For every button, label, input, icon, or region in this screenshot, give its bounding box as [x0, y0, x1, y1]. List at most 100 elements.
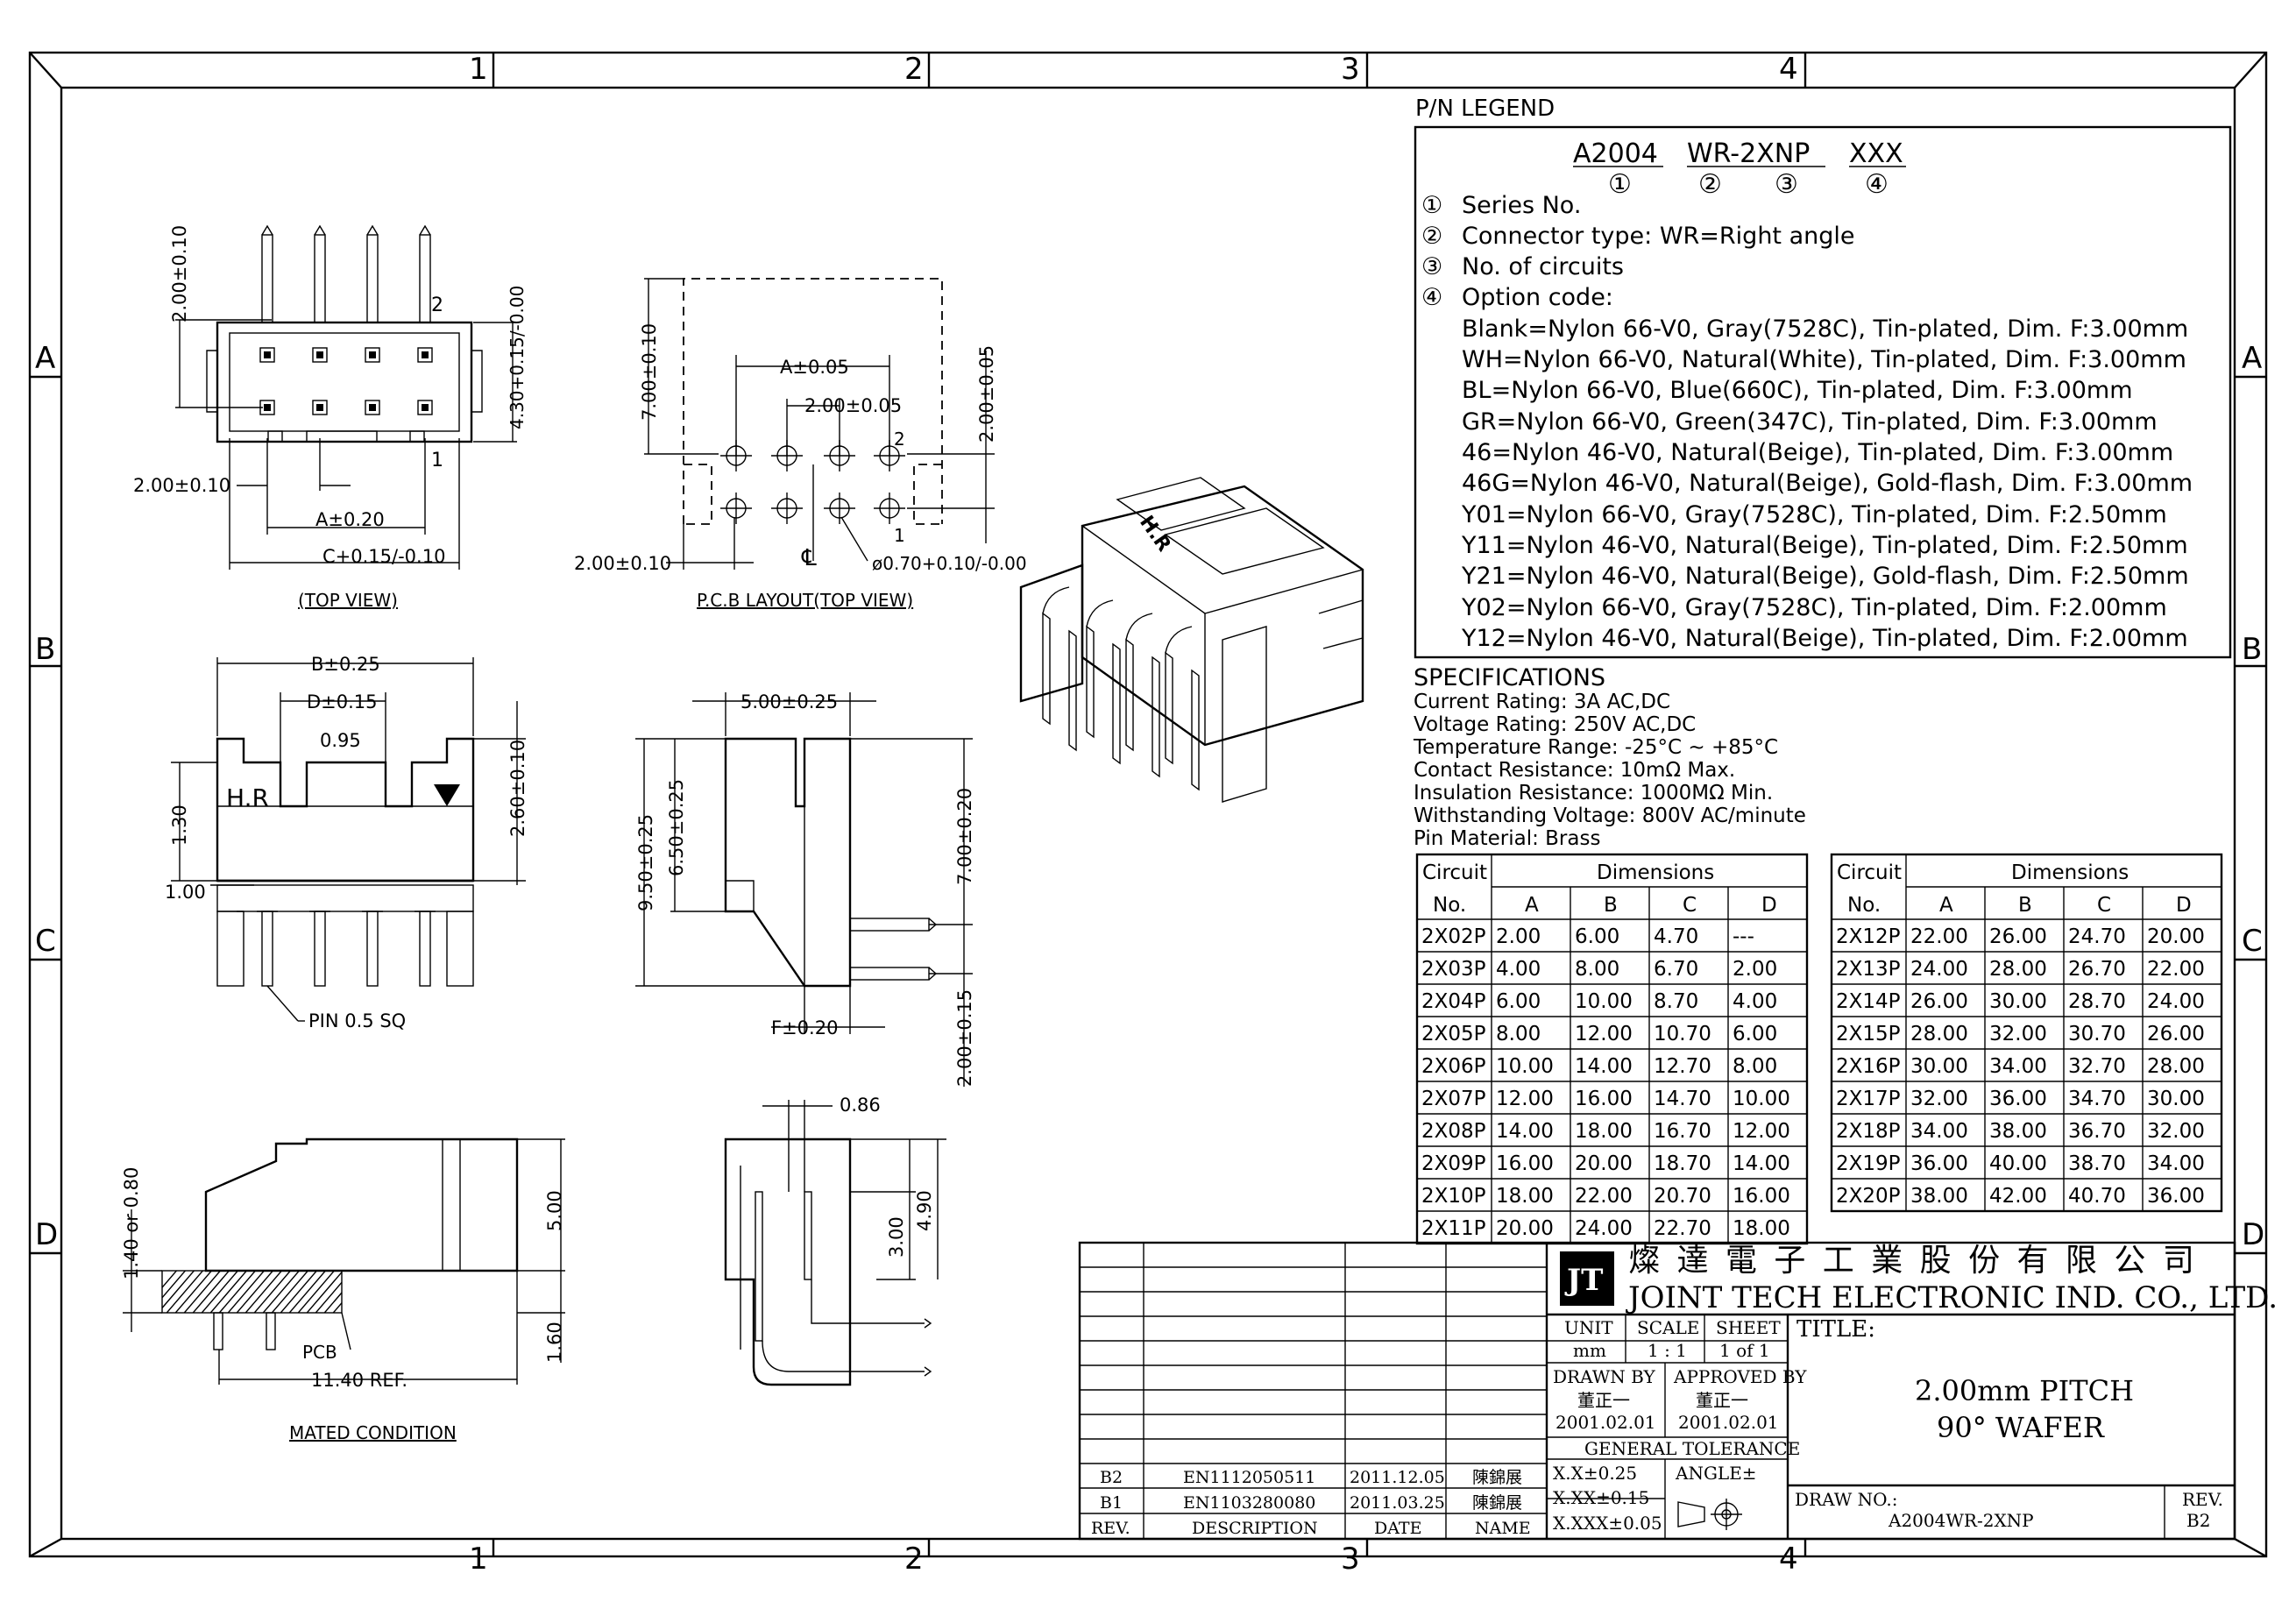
table-cell: ---	[1733, 925, 1754, 948]
revision-cell: EN1103280080	[1183, 1493, 1315, 1513]
side-dim-950: 9.50±0.25	[635, 814, 656, 911]
company-name-en: JOINT TECH ELECTRONIC IND. CO., LTD.	[1626, 1280, 2278, 1315]
pin	[261, 234, 273, 323]
front-dim-130: 1.30	[169, 804, 190, 846]
table-cell: 8.70	[1654, 990, 1698, 1013]
legend-item-2: Connector type: WR=Right angle	[1462, 223, 1855, 250]
mated-caption: MATED CONDITION	[289, 1422, 457, 1443]
table-cell: 4.70	[1654, 925, 1698, 948]
table-cell: 32.70	[2068, 1055, 2126, 1078]
col-label-bottom-4: 4	[1779, 1541, 1798, 1577]
table-cell: 2X05P	[1421, 1023, 1486, 1045]
pin-square	[417, 400, 433, 415]
table-cell: 24.00	[2147, 990, 2205, 1013]
part-segment-2: WR-2XNP	[1687, 138, 1810, 169]
table-cell: 8.00	[1496, 1023, 1541, 1045]
pcb-pin-2: 2	[894, 429, 905, 450]
row-label-left-b: B	[35, 632, 55, 667]
company-name-cn: 燦 達 電 子 工 業 股 份 有 限 公 司	[1628, 1243, 2198, 1279]
table-header-cell: B	[1604, 894, 1618, 917]
part-mark-1: ①	[1608, 169, 1632, 200]
pin-square	[259, 347, 275, 363]
pcb-dim-pitch: 2.00±0.05	[804, 395, 902, 416]
table-cell: 2X14P	[1836, 990, 1901, 1013]
approved-date: 2001.02.01	[1678, 1412, 1779, 1433]
table-cell: 34.70	[2068, 1088, 2126, 1110]
table-header-cell: D	[1761, 894, 1777, 917]
pcb-layout-view: 7.00±0.10 A±0.05 2.00±0.05 2.00±0.05 2.0…	[574, 278, 1027, 611]
table-cell: 24.00	[1910, 958, 1968, 981]
mated-condition-view: 1.40 or 0.80 5.00 1.60 PCB 11.40 REF. MA…	[121, 1138, 565, 1443]
table-cell: 2X20P	[1836, 1185, 1901, 1208]
revision-cell: B2	[1100, 1468, 1123, 1487]
option-line: Y21=Nylon 46-V0, Natural(Beige), Gold-fl…	[1461, 563, 2189, 590]
unit-value: mm	[1573, 1340, 1606, 1361]
mated-dim-500: 5.00	[544, 1190, 565, 1231]
table-cell: 34.00	[1910, 1120, 1968, 1143]
table-cell: 14.00	[1733, 1152, 1790, 1175]
table-cell: 18.00	[1575, 1120, 1633, 1143]
part-segment-3: XXX	[1849, 138, 1903, 169]
pin	[1165, 651, 1173, 765]
table-cell: 2.00	[1496, 925, 1541, 948]
table-cell: 10.00	[1575, 990, 1633, 1013]
table-header-cell: No.	[1433, 894, 1466, 917]
legend-item-3: No. of circuits	[1462, 253, 1624, 280]
drawn-by-label: DRAWN BY	[1553, 1366, 1655, 1387]
option-line: GR=Nylon 66-V0, Green(347C), Tin-plated,…	[1462, 408, 2158, 436]
detail-dim-086: 0.86	[840, 1095, 881, 1116]
table-cell: 10.70	[1654, 1023, 1711, 1045]
table-cell: 14.00	[1496, 1120, 1554, 1143]
table-cell: 2X16P	[1836, 1055, 1901, 1078]
option-line: Blank=Nylon 66-V0, Gray(7528C), Tin-plat…	[1462, 315, 2188, 343]
revision-header: REV.	[1091, 1519, 1130, 1538]
approved-by-name: 董正一	[1696, 1390, 1748, 1411]
spec-line: Pin Material: Brass	[1414, 827, 1600, 850]
table-cell: 6.00	[1733, 1023, 1777, 1045]
pin	[261, 911, 273, 987]
table-cell: 2X10P	[1421, 1185, 1486, 1208]
detail-dim-490: 4.90	[914, 1190, 935, 1231]
legend-mark-2: ②	[1421, 223, 1442, 250]
iso-hr-mark: H.R	[1135, 512, 1175, 556]
isometric-view: H.R	[1019, 477, 1364, 803]
table-cell: 16.70	[1654, 1120, 1711, 1143]
table-cell: 22.70	[1654, 1217, 1711, 1240]
part-segment-1: A2004	[1573, 138, 1658, 169]
drawn-by-name: 董正一	[1577, 1390, 1630, 1411]
side-dim-500: 5.00±0.25	[741, 691, 838, 712]
table-cell: 18.70	[1654, 1152, 1711, 1175]
legend-item-4: Option code:	[1462, 284, 1613, 311]
table-cell: 2X02P	[1421, 925, 1486, 948]
rev-value: B2	[2186, 1510, 2210, 1531]
pin	[1086, 625, 1095, 739]
legend-item-1: Series No.	[1462, 192, 1581, 219]
specs-title: SPECIFICATIONS	[1414, 664, 1605, 691]
pin	[314, 911, 326, 987]
front-view: H.R B±0.25 D±0.15 0.95 2.60±0.10 1.30 1.…	[165, 654, 528, 1031]
pin-size-note: PIN 0.5 SQ	[308, 1010, 406, 1031]
table-header-cell: C	[1683, 894, 1697, 917]
option-line: 46G=Nylon 46-V0, Natural(Beige), Gold-fl…	[1462, 470, 2193, 497]
pin	[419, 911, 431, 987]
table-cell: 38.00	[1989, 1120, 2047, 1143]
table-cell: 28.00	[1989, 958, 2047, 981]
table-cell: 26.00	[1989, 925, 2047, 948]
table-header-cell: No.	[1847, 894, 1881, 917]
sheet-label: SHEET	[1716, 1317, 1781, 1338]
table-cell: 2X19P	[1836, 1152, 1901, 1175]
part-mark-2: ②	[1698, 169, 1722, 200]
row-label-right-d: D	[2242, 1217, 2264, 1252]
sheet-value: 1 of 1	[1719, 1340, 1770, 1361]
revision-cell: 2011.12.05	[1350, 1468, 1445, 1487]
pcb-dim-left: 2.00±0.10	[574, 553, 671, 574]
table-cell: 14.70	[1654, 1088, 1711, 1110]
table-header-cell: A	[1525, 894, 1539, 917]
table-header-cell: C	[2097, 894, 2111, 917]
table-cell: 20.00	[1496, 1217, 1554, 1240]
option-line: Y02=Nylon 66-V0, Gray(7528C), Tin-plated…	[1461, 594, 2167, 621]
option-line: Y12=Nylon 46-V0, Natural(Beige), Tin-pla…	[1461, 625, 2188, 652]
legend-mark-1: ①	[1421, 192, 1442, 219]
